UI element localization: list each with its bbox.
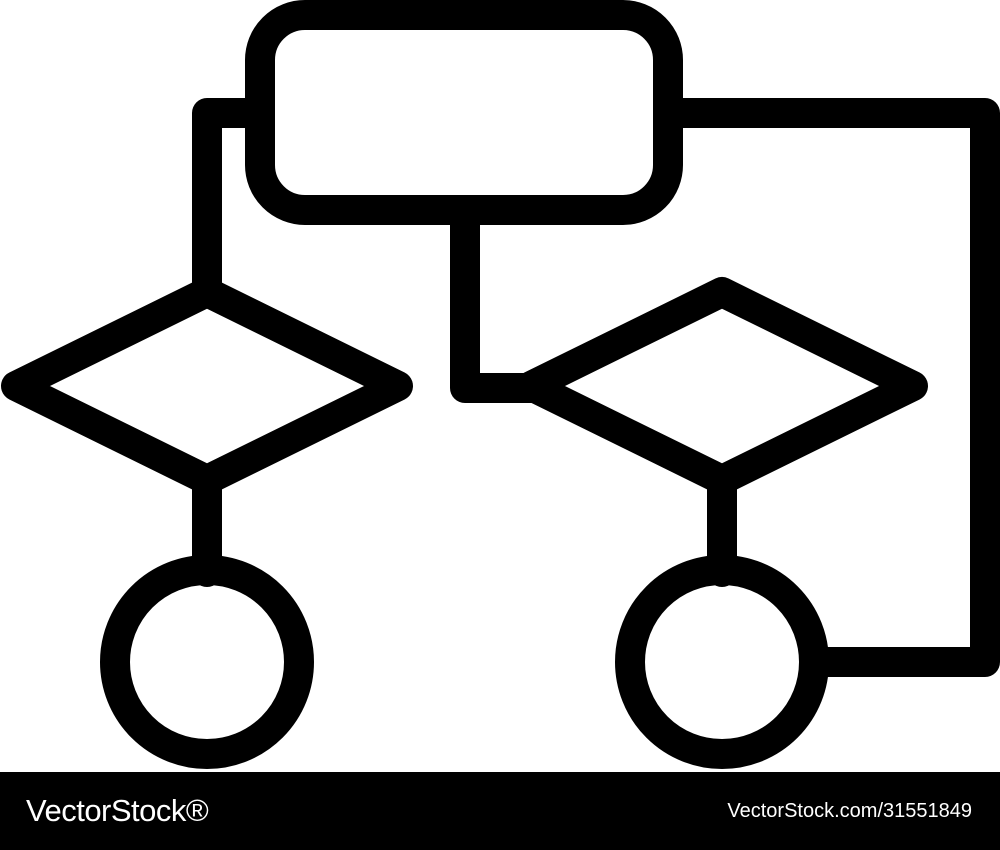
node-top-process <box>245 0 683 225</box>
watermark-bar: VectorStock® VectorStock.com/31551849 <box>0 772 1000 850</box>
brand-logo-text: VectorStock® <box>26 793 209 828</box>
flowchart-icon <box>1 0 1000 769</box>
connector-top-to-right-decision <box>450 197 550 403</box>
connector-top-to-right-terminal <box>653 98 1000 677</box>
node-left-terminal <box>100 555 314 769</box>
node-right-decision <box>516 277 928 495</box>
flowchart-diagram <box>1 0 1000 769</box>
node-left-decision <box>1 277 413 495</box>
image-id-text: VectorStock.com/31551849 <box>727 799 972 822</box>
node-right-terminal <box>615 555 829 769</box>
connector-top-to-left-decision <box>192 98 275 307</box>
